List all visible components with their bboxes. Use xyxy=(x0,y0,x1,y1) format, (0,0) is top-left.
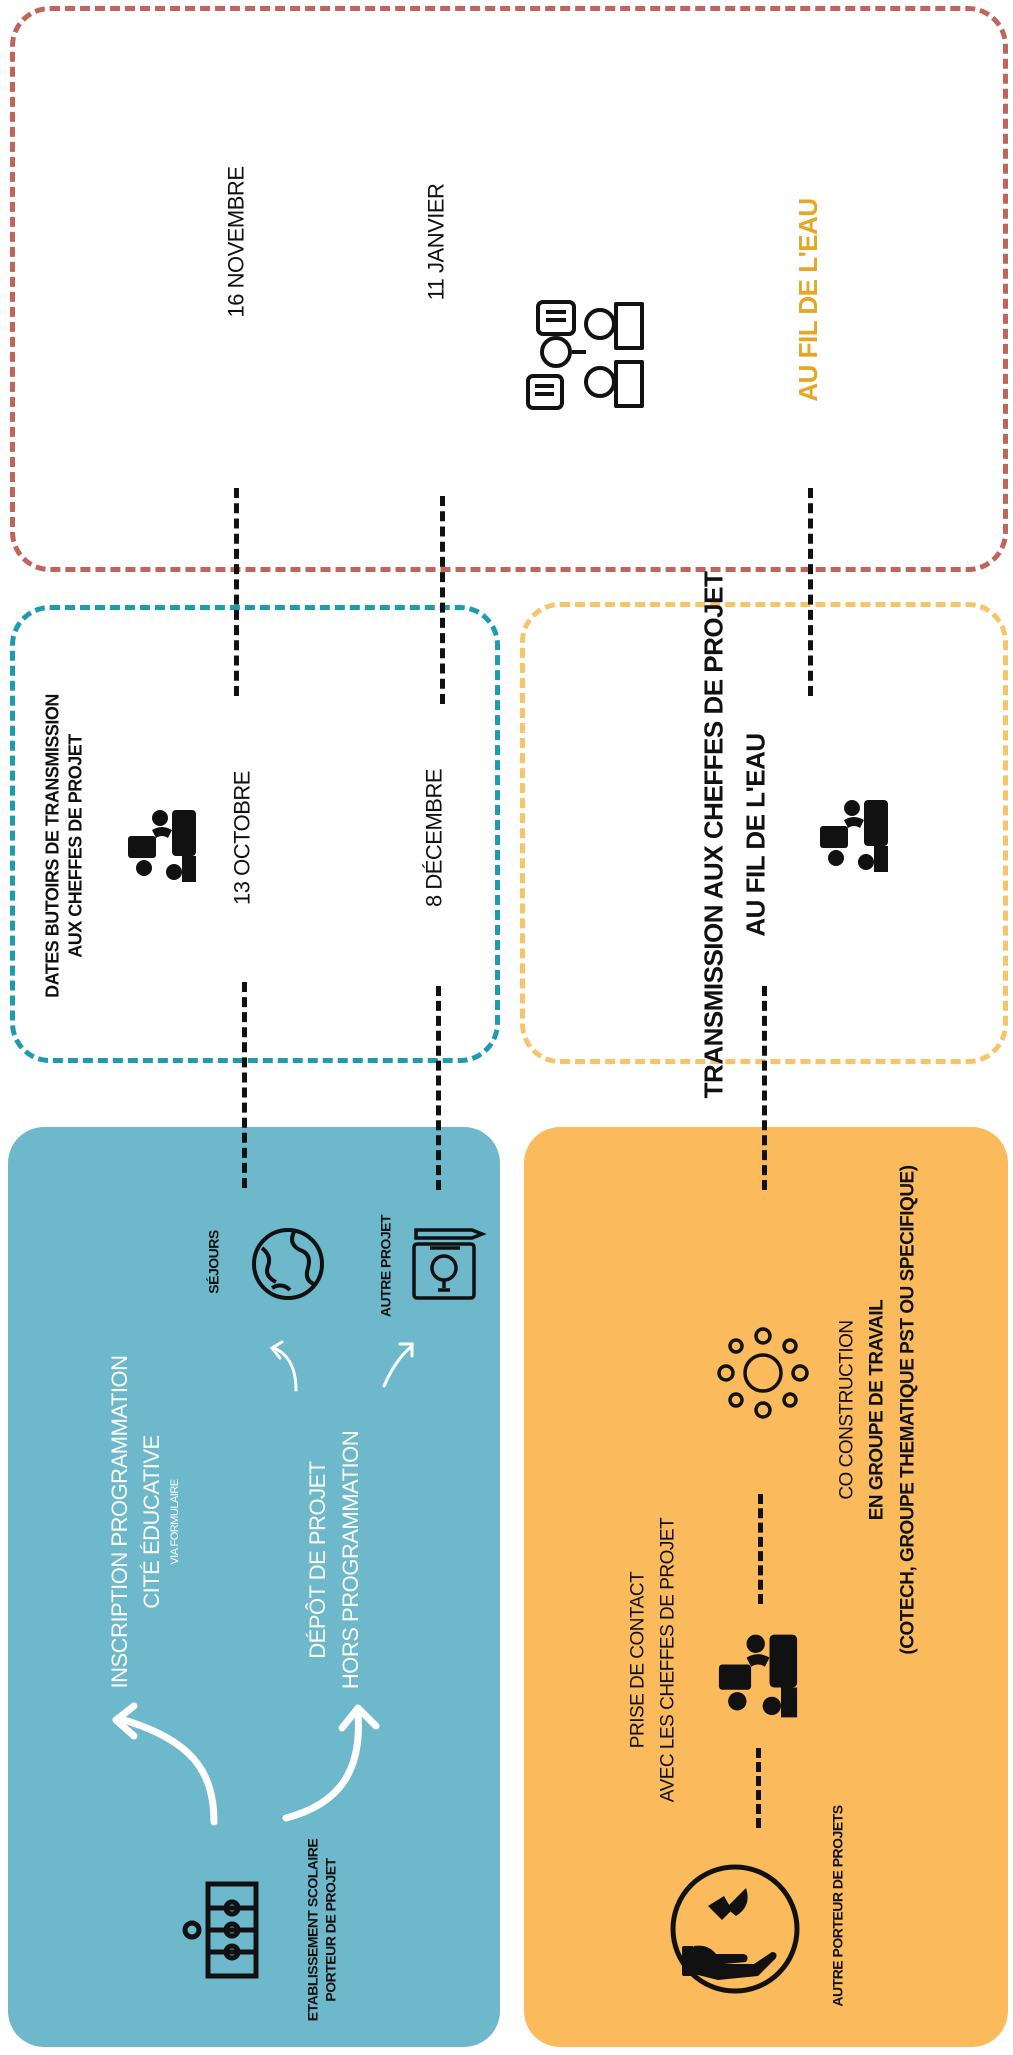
autre-porteur-panel xyxy=(524,1127,1008,2047)
date-11-janvier: 11 JANVIER xyxy=(423,183,449,301)
date-13-octobre: 13 OCTOBRE xyxy=(229,771,255,905)
sejours-label: SÉJOURS xyxy=(205,1230,222,1294)
handshake-people-icon xyxy=(718,1634,798,1718)
inscription-line2: CITÉ ÉDUCATIVE xyxy=(139,1435,165,1609)
arrow-to-inscription xyxy=(112,1702,218,1826)
connector-16-novembre xyxy=(234,488,239,696)
dates-butoirs-heading-line1: DATES BUTOIRS DE TRANSMISSION xyxy=(42,694,63,998)
inscription-line3: VIA FORMULAIRE xyxy=(168,1479,181,1565)
meeting-chat-icon xyxy=(526,300,644,410)
contact-line1: PRISE DE CONTACT xyxy=(627,1571,649,1749)
co-line2: EN GROUPE DE TRAVAIL xyxy=(866,1299,888,1521)
small-arrow-sejours xyxy=(269,1340,298,1392)
connector-autre-projet xyxy=(436,986,441,1190)
connector-sejours xyxy=(242,982,247,1188)
inscription-line1: INSCRIPTION PROGRAMMATION xyxy=(107,1355,133,1689)
autre-projet-label: AUTRE PROJET xyxy=(377,1214,394,1318)
autre-porteur-label: AUTRE PORTEUR DE PROJETS xyxy=(829,1805,846,2007)
rocket-hand-icon xyxy=(670,1864,800,1994)
date-8-decembre: 8 DÉCEMBRE xyxy=(421,768,447,908)
co-line3: (COTECH, GROUPE THEMATIQUE PST OU SPECIF… xyxy=(897,1165,919,1655)
globe-icon xyxy=(252,1228,324,1300)
school-line2: PORTEUR DE PROJET xyxy=(322,1858,338,2002)
au-fil-de-leau-panel xyxy=(10,6,1008,572)
dates-butoirs-panel xyxy=(10,605,500,1063)
depot-line1: DÉPÔT DE PROJET xyxy=(305,1461,330,1659)
co-construction-label: CO CONSTRUCTION EN GROUPE DE TRAVAIL (CO… xyxy=(832,1165,923,1654)
school-label: ETABLISSEMENT SCOLAIRE PORTEUR DE PROJET xyxy=(305,1839,340,2021)
handshake-people-icon xyxy=(128,810,196,882)
co-line1: CO CONSTRUCTION xyxy=(836,1320,858,1500)
depot-label: DÉPÔT DE PROJET HORS PROGRAMMATION xyxy=(301,1431,367,1689)
contact-line2: AVEC LES CHEFFES DE PROJET xyxy=(658,1517,679,1803)
date-16-novembre: 16 NOVEMBRE xyxy=(223,166,249,318)
handshake-people-icon xyxy=(820,800,888,872)
transmission-line2: AU FIL DE L'EAU xyxy=(740,733,770,937)
depot-line2: HORS PROGRAMMATION xyxy=(338,1430,363,1690)
small-arrow-autre xyxy=(382,1342,414,1388)
team-circle-icon xyxy=(717,1327,809,1419)
idea-document-icon xyxy=(412,1228,487,1300)
org-chart-icon xyxy=(182,1881,259,1979)
connector-au-fil xyxy=(808,488,813,696)
inscription-label: INSCRIPTION PROGRAMMATION CITÉ ÉDUCATIVE… xyxy=(104,1356,184,1689)
dates-butoirs-heading-line2: AUX CHEFFES DE PROJET xyxy=(65,734,85,958)
connector-transmission xyxy=(762,986,767,1190)
transmission-line1: TRANSMISSION AUX CHEFFES DE PROJET xyxy=(698,571,729,1099)
au-fil-de-leau-title: AU FIL DE L'EAU xyxy=(792,198,823,402)
connector-contact-to-co xyxy=(758,1494,763,1604)
connector-porteur-to-contact xyxy=(756,1748,761,1828)
connector-11-janvier xyxy=(440,496,445,704)
school-line1: ETABLISSEMENT SCOLAIRE xyxy=(304,1838,321,2022)
dates-butoirs-heading: DATES BUTOIRS DE TRANSMISSION AUX CHEFFE… xyxy=(42,694,87,998)
prise-contact-label: PRISE DE CONTACT AVEC LES CHEFFES DE PRO… xyxy=(624,1518,685,1802)
arrow-to-depot xyxy=(282,1704,380,1822)
